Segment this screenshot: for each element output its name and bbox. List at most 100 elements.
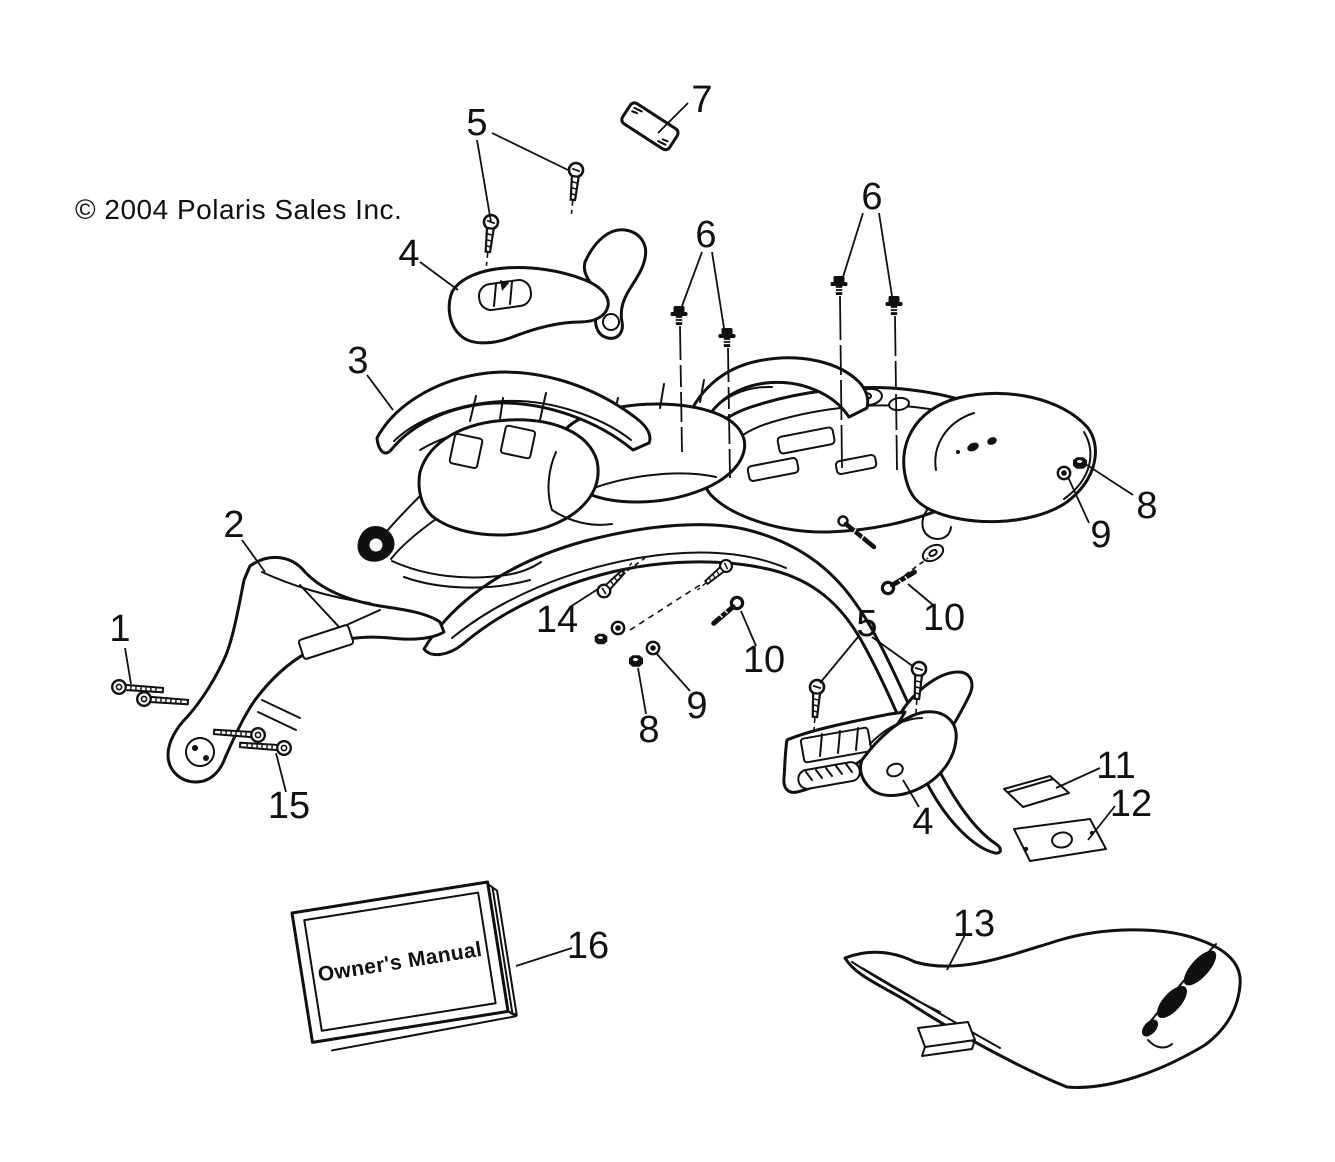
seat-logo-patch xyxy=(1141,1019,1159,1037)
leader-line xyxy=(740,610,757,647)
leader-line xyxy=(637,667,647,715)
callouts: 1 2 3 4 5 6 6 7 8 9 10 14 8 9 10 5 4 11 … xyxy=(109,79,1157,967)
headlight-left xyxy=(448,432,484,470)
seat-logo-patch xyxy=(1157,985,1187,1019)
leader-line xyxy=(366,374,394,411)
leader-line xyxy=(1086,464,1134,496)
leader-line xyxy=(871,636,915,668)
plate-outline xyxy=(1013,818,1107,862)
seat-tab-side xyxy=(921,1039,976,1057)
leader-line xyxy=(515,947,573,967)
callout-8-right: 8 xyxy=(1136,485,1157,527)
leader-line xyxy=(907,583,934,606)
vent-dividers-bottom xyxy=(819,727,859,757)
front-lower-fender-stripe xyxy=(451,551,787,639)
part-7-bracket xyxy=(620,101,680,152)
screw-arrow xyxy=(500,280,509,291)
callout-12: 12 xyxy=(1110,783,1152,825)
hardware xyxy=(110,161,1087,757)
leader-line xyxy=(902,779,920,808)
leader-line xyxy=(842,212,864,278)
eye-bolt-icon xyxy=(880,562,914,600)
cover-hole xyxy=(967,442,979,452)
leader-line xyxy=(946,934,966,971)
flange-screw-icon xyxy=(717,327,737,348)
book-cover-border xyxy=(303,891,497,1032)
bolt-icon xyxy=(135,690,190,711)
leader-line xyxy=(1087,805,1116,841)
pod-crease xyxy=(869,717,923,745)
seat-outline xyxy=(843,928,1242,1089)
seat-creases xyxy=(851,961,1001,1049)
flange-screw-shaft xyxy=(839,295,843,469)
bracket-ticks xyxy=(631,106,669,146)
cover-hole xyxy=(987,437,997,445)
book-cover xyxy=(290,880,510,1044)
leader-line xyxy=(1067,476,1090,524)
fastener-axis xyxy=(904,557,929,576)
callout-3: 3 xyxy=(347,340,368,382)
rack-slot xyxy=(834,453,878,475)
part-4-top-panel xyxy=(447,228,648,345)
cover-dot xyxy=(956,450,960,454)
lower-jaw xyxy=(391,560,542,589)
plate-hole xyxy=(1051,831,1073,849)
callout-9-right: 9 xyxy=(1090,514,1111,556)
callout-4-top: 4 xyxy=(398,233,419,275)
callout-6-left: 6 xyxy=(695,214,716,256)
leader-line xyxy=(655,652,691,692)
callout-2: 2 xyxy=(223,504,244,546)
seat-tab xyxy=(917,1021,976,1048)
pod-struts xyxy=(469,392,547,422)
callout-10-right: 10 xyxy=(923,597,965,639)
callout-8-center: 8 xyxy=(638,709,659,751)
boss-dot xyxy=(192,745,198,751)
front-bumper-outline xyxy=(166,555,446,784)
leader-line xyxy=(491,132,569,171)
washer-icon xyxy=(645,640,661,656)
leader-lines xyxy=(124,102,1134,971)
strap-bolt xyxy=(837,515,877,550)
seat-logo-patch xyxy=(1183,950,1217,986)
callout-11: 11 xyxy=(1096,745,1135,787)
cover-bottom-tab xyxy=(921,509,952,540)
plate-dot xyxy=(1023,846,1029,852)
rack-slot xyxy=(776,426,836,455)
flange-screw-shaft xyxy=(894,315,898,471)
nut-icon xyxy=(1073,457,1087,469)
part-13-seat xyxy=(843,928,1242,1089)
part-11-decal xyxy=(1003,775,1070,808)
leader-line xyxy=(476,139,492,223)
side-panel xyxy=(447,266,610,345)
vent-dividers xyxy=(493,281,513,307)
side-cover-oval xyxy=(902,391,1097,524)
bumper-rib xyxy=(257,699,301,731)
screw-icon xyxy=(805,678,826,733)
panel-vent-bottom xyxy=(799,726,873,764)
callout-6-right: 6 xyxy=(861,176,882,218)
leader-line xyxy=(569,588,599,608)
leader-line xyxy=(241,539,266,573)
pod-hole xyxy=(886,762,904,778)
bracket-hook xyxy=(602,313,620,331)
leader-line xyxy=(1055,767,1101,789)
nut-icon xyxy=(594,633,608,645)
side-cover-crease xyxy=(934,412,975,471)
part-2-front-bumper xyxy=(166,555,446,784)
foot-pad-hatch xyxy=(805,763,853,781)
callout-5-bottom: 5 xyxy=(856,603,877,645)
rack-slot xyxy=(746,457,800,482)
callout-4-bottom: 4 xyxy=(912,801,933,843)
part-3-main-body xyxy=(357,356,1097,855)
flange-screw-icon xyxy=(669,305,689,326)
callout-7: 7 xyxy=(691,79,712,121)
callout-5-top: 5 xyxy=(466,102,487,144)
callout-16: 16 xyxy=(567,925,609,967)
part-16-owners-manual: Owner's Manual xyxy=(290,880,518,1052)
screw-icon xyxy=(478,213,500,268)
bolt-icon xyxy=(238,736,293,757)
panel-pod xyxy=(858,710,958,797)
leader-line xyxy=(124,647,132,685)
